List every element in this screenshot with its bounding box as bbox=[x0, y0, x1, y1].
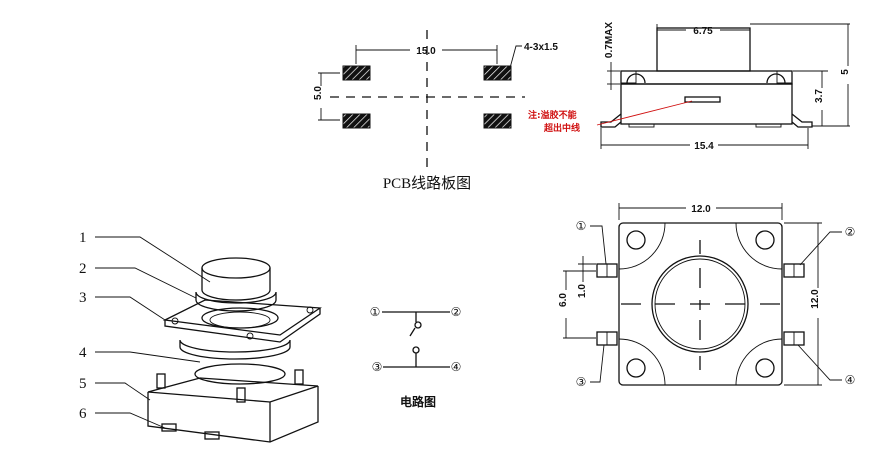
circuit-pin-4: ④ bbox=[451, 360, 462, 374]
pcb-pad bbox=[342, 113, 371, 129]
pcb-height-dimension: 5.0 bbox=[313, 86, 324, 100]
pin-spacing-dimension: 6.0 bbox=[558, 293, 569, 307]
circuit-pin-1: ① bbox=[370, 305, 381, 319]
actuator-width-dimension: 6.75 bbox=[693, 26, 713, 37]
total-width-dimension: 15.4 bbox=[694, 141, 714, 152]
pcb-pad bbox=[483, 65, 512, 81]
part-label-5: 5 bbox=[79, 376, 87, 392]
part-label-4: 4 bbox=[79, 345, 87, 361]
top-thickness-dimension: 0.7MAX bbox=[604, 22, 615, 58]
bottom-pin-4: ④ bbox=[845, 373, 856, 387]
pcb-title: PCB线路板图 bbox=[383, 174, 471, 192]
exploded-view: 1 2 3 4 5 6 bbox=[79, 230, 322, 443]
bottom-pin-3: ③ bbox=[576, 375, 587, 389]
part-label-3: 3 bbox=[79, 290, 87, 306]
bottom-pin-1: ① bbox=[576, 219, 587, 233]
circuit-title: 电路图 bbox=[400, 394, 436, 409]
bottom-pin-2: ② bbox=[845, 225, 856, 239]
bottom-width-dimension: 12.0 bbox=[691, 204, 711, 215]
bottom-view: 12.0 12.0 6.0 1.0 ① ② ③ ④ bbox=[558, 203, 855, 389]
circuit-pin-2: ② bbox=[451, 305, 462, 319]
pin-width-dimension: 1.0 bbox=[577, 284, 588, 298]
circuit-diagram: ① ② ③ ④ 电路图 bbox=[370, 305, 462, 409]
pcb-pad bbox=[342, 65, 371, 81]
part-label-1: 1 bbox=[79, 230, 87, 246]
pcb-pad bbox=[483, 113, 512, 129]
side-view: 6.75 0.7MAX 3.7 5 15.4 注:溢胶不能 超出中线 bbox=[528, 22, 851, 152]
pcb-layout: 15.0 4-3x1.5 5.0 PCB线路板图 bbox=[313, 30, 558, 192]
part-label-6: 6 bbox=[79, 406, 87, 422]
pcb-width-dimension: 15.0 bbox=[416, 46, 436, 57]
body-height-dimension: 3.7 bbox=[814, 89, 825, 103]
bottom-height-dimension: 12.0 bbox=[810, 289, 821, 309]
glue-note-line2: 超出中线 bbox=[543, 122, 580, 134]
pcb-pad-note: 4-3x1.5 bbox=[524, 42, 558, 53]
glue-note-line1: 注:溢胶不能 bbox=[528, 109, 577, 121]
part-label-2: 2 bbox=[79, 261, 87, 277]
total-height-dimension: 5 bbox=[840, 69, 851, 75]
circuit-pin-3: ③ bbox=[372, 360, 383, 374]
